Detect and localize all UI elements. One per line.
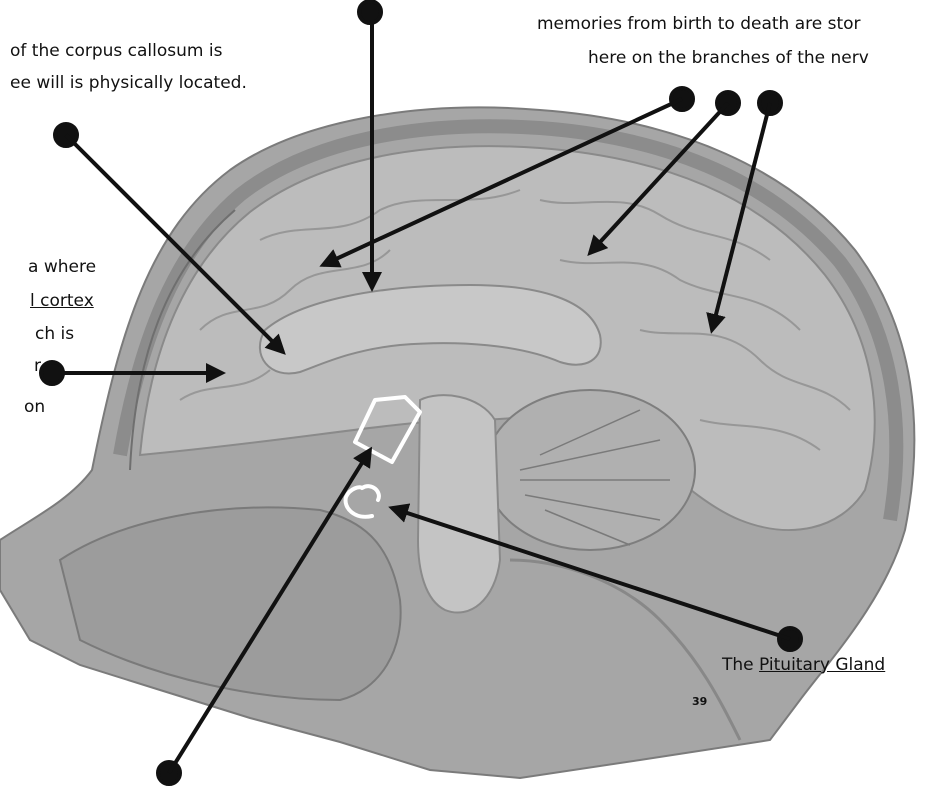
cortex-caption-line-4: r [34, 355, 41, 378]
cortex-caption-line-5: on [24, 396, 45, 419]
memories-caption-line-2: here on the branches of the nerv [588, 47, 869, 70]
page-number: 39 [692, 695, 707, 708]
cortex-caption-line-2: l cortex [30, 290, 94, 313]
pituitary-gland-name: Pituitary Gland [759, 655, 885, 675]
pituitary-caption-prefix: The [722, 655, 759, 675]
cortex-caption-line-1: a where [28, 256, 96, 279]
cortex-caption-line-3: ch is [35, 323, 74, 346]
memories-caption-line-1: memories from birth to death are stor [537, 13, 861, 36]
corpus-callosum-caption-line-2: ee will is physically located. [10, 72, 247, 95]
corpus-callosum-caption-line-1: of the corpus callosum is [10, 40, 222, 63]
pituitary-gland-caption: The Pituitary Gland [722, 654, 885, 677]
cerebellum [485, 390, 695, 550]
brain-stem [418, 395, 500, 612]
